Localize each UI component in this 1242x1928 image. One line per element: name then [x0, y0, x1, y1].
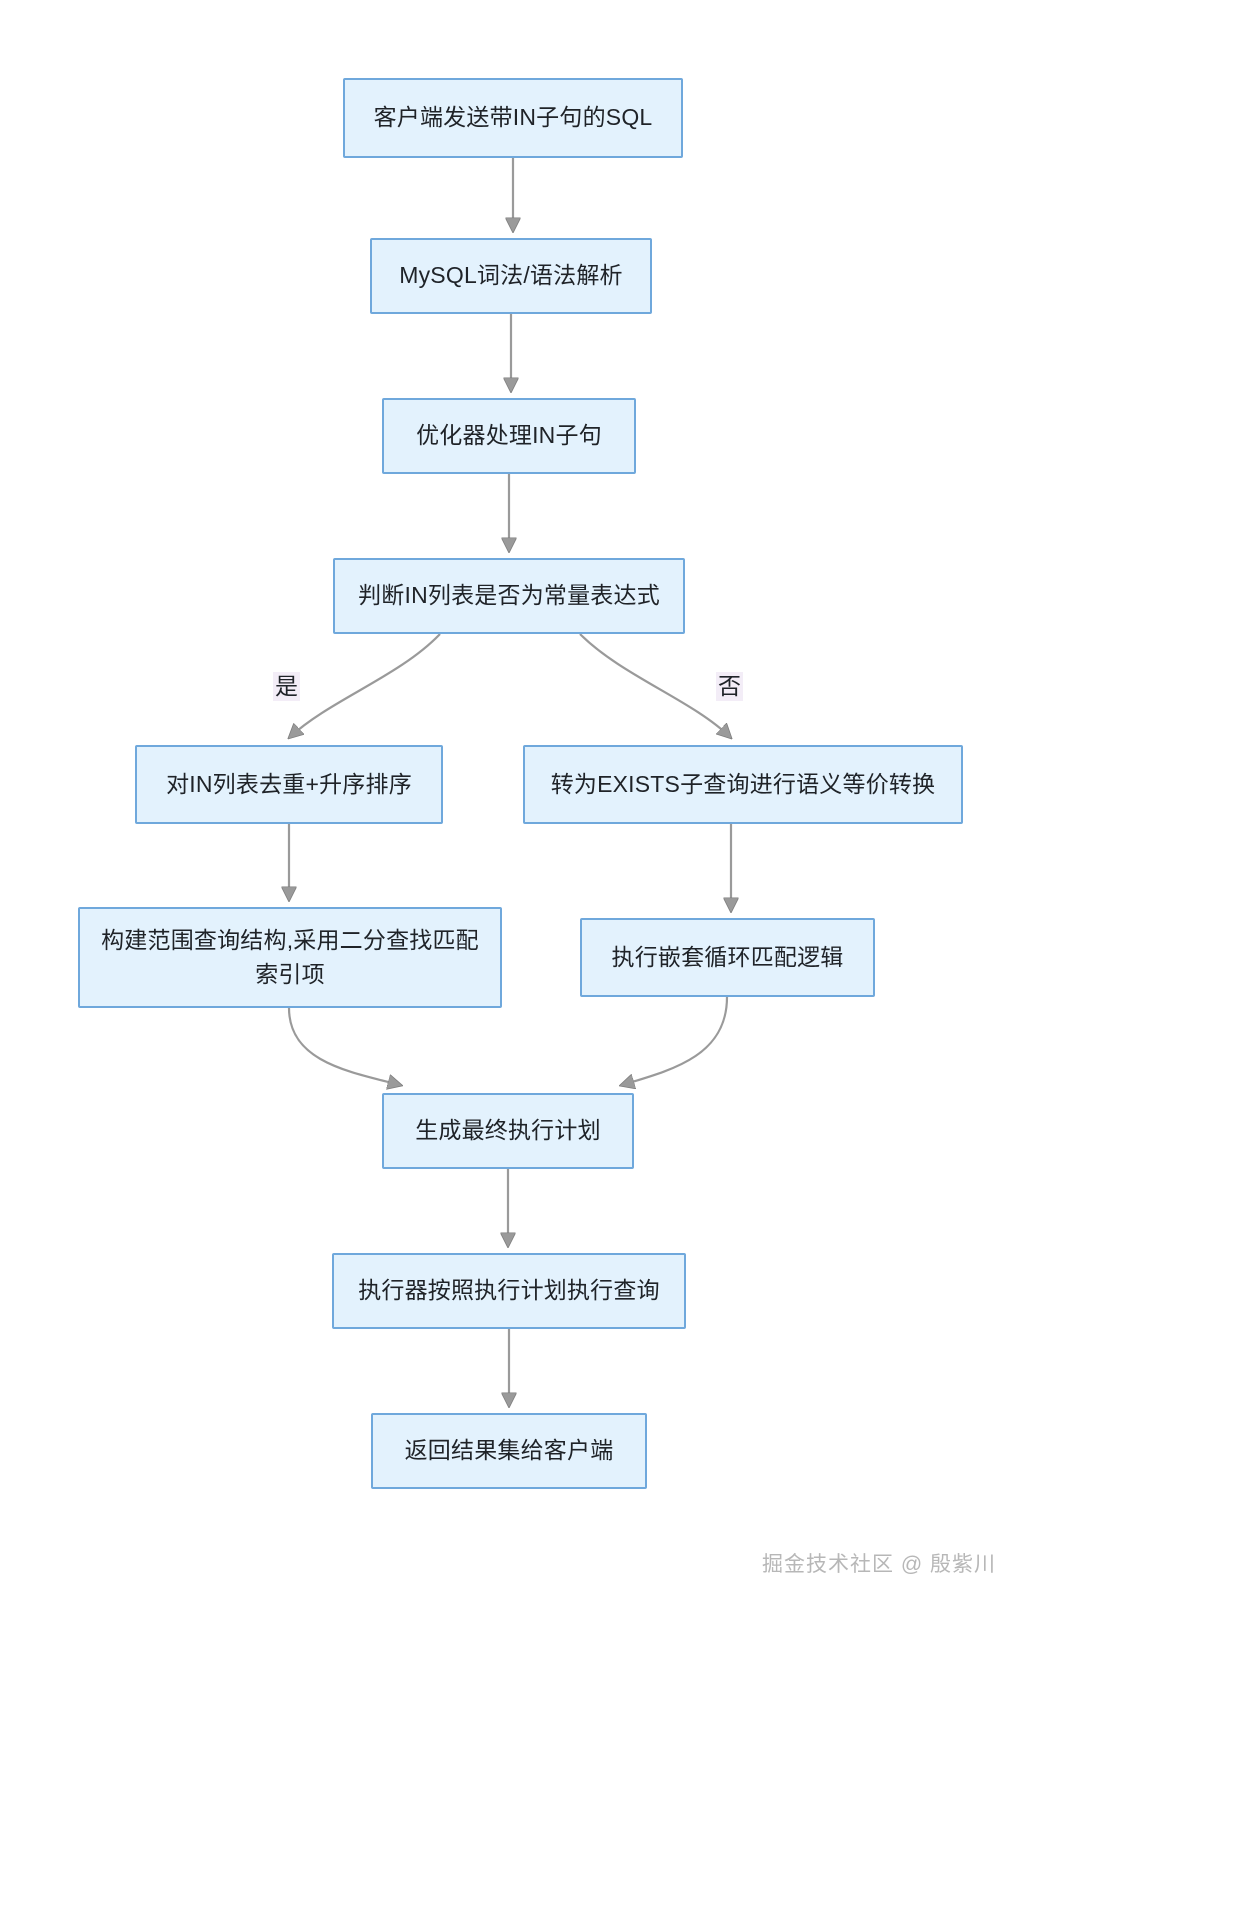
node-range-scan-binary-search[interactable]: 构建范围查询结构,采用二分查找匹配 索引项 [78, 907, 502, 1008]
edge-label-no: 否 [716, 672, 743, 701]
node-label: 对IN列表去重+升序排序 [166, 770, 412, 797]
node-mysql-parse[interactable]: MySQL词法/语法解析 [370, 238, 652, 314]
node-optimizer-in-clause[interactable]: 优化器处理IN子句 [382, 398, 636, 474]
node-label: 执行器按照执行计划执行查询 [358, 1277, 660, 1304]
node-client-sends-sql[interactable]: 客户端发送带IN子句的SQL [343, 78, 683, 158]
edge-n4-n6 [579, 633, 730, 737]
node-generate-execution-plan[interactable]: 生成最终执行计划 [382, 1093, 634, 1169]
edge-n8-n9 [622, 996, 729, 1085]
node-convert-to-exists[interactable]: 转为EXISTS子查询进行语义等价转换 [523, 745, 963, 824]
node-label: 优化器处理IN子句 [416, 422, 602, 449]
node-decision-constant-expression[interactable]: 判断IN列表是否为常量表达式 [333, 558, 685, 634]
node-label: 构建范围查询结构,采用二分查找匹配 索引项 [101, 927, 479, 987]
node-label: 判断IN列表是否为常量表达式 [358, 582, 660, 609]
watermark: 掘金技术社区 @ 殷紫川 [762, 1553, 996, 1576]
node-label: 客户端发送带IN子句的SQL [373, 104, 653, 131]
node-nested-loop-match[interactable]: 执行嵌套循环匹配逻辑 [580, 918, 875, 997]
node-label: 转为EXISTS子查询进行语义等价转换 [550, 770, 936, 797]
node-label: 执行嵌套循环匹配逻辑 [611, 943, 844, 970]
node-label: 生成最终执行计划 [415, 1117, 601, 1144]
node-return-result-set[interactable]: 返回结果集给客户端 [371, 1413, 647, 1489]
node-dedupe-sort-in-list[interactable]: 对IN列表去重+升序排序 [135, 745, 443, 824]
edge-n4-n5 [290, 633, 441, 737]
node-label: MySQL词法/语法解析 [399, 262, 623, 289]
edge-n7-n9 [287, 1007, 400, 1085]
edge-label-yes: 是 [273, 672, 300, 701]
node-executor-runs-query[interactable]: 执行器按照执行计划执行查询 [332, 1253, 686, 1329]
node-label: 返回结果集给客户端 [404, 1437, 614, 1464]
